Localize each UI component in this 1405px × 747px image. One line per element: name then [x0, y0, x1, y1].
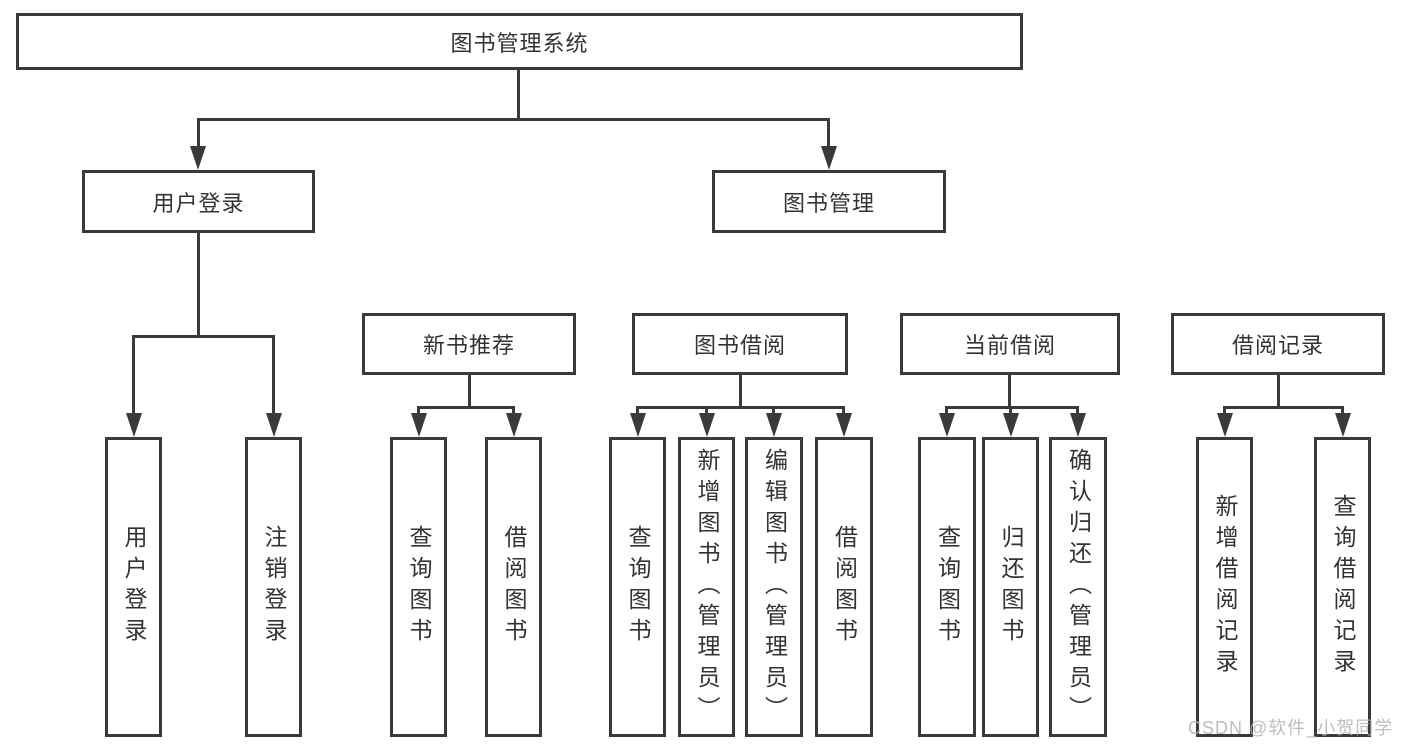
connector-line	[417, 406, 420, 415]
arrowhead-down-icon	[1335, 413, 1351, 437]
connector-line	[417, 406, 515, 409]
leaf-query-borrow-record: 查询借阅记录	[1314, 437, 1371, 737]
connector-line	[272, 335, 275, 415]
leaf-add-borrow-record: 新增借阅记录	[1196, 437, 1253, 737]
node-label: 借阅记录	[1231, 333, 1324, 358]
leaf-user-login: 用户登录	[105, 437, 162, 737]
arrowhead-down-icon	[821, 146, 837, 170]
node-new-book-recommend: 新书推荐	[362, 313, 576, 375]
connector-line	[132, 335, 135, 415]
connector-line	[1341, 406, 1344, 415]
connector-line	[842, 406, 845, 415]
node-label: 新书推荐	[422, 333, 515, 358]
arrowhead-down-icon	[766, 413, 782, 437]
connector-line	[197, 233, 200, 335]
arrowhead-down-icon	[699, 413, 715, 437]
arrowhead-down-icon	[411, 413, 427, 437]
arrowhead-down-icon	[836, 413, 852, 437]
leaf-edit-books-admin: 编辑图书（管理员）	[745, 437, 803, 737]
connector-line	[1277, 375, 1280, 406]
connector-line	[132, 335, 275, 338]
connector-line	[517, 70, 520, 118]
node-label: 图书借阅	[693, 333, 786, 358]
leaf-label: 编辑图书（管理员）	[761, 447, 788, 727]
node-borrow-records: 借阅记录	[1171, 313, 1385, 375]
connector-line	[1008, 375, 1011, 406]
arrowhead-down-icon	[630, 413, 646, 437]
leaf-label: 借阅图书	[501, 525, 527, 649]
node-label: 图书管理系统	[450, 30, 589, 56]
connector-line	[705, 406, 708, 415]
connector-line	[1076, 406, 1079, 415]
connector-line	[512, 406, 515, 415]
leaf-label: 新增借阅记录	[1212, 494, 1238, 680]
leaf-query-books: 查询图书	[390, 437, 447, 737]
leaf-label: 新增图书（管理员）	[694, 447, 720, 727]
node-current-borrow: 当前借阅	[900, 313, 1120, 375]
connector-line	[197, 118, 830, 121]
connector-line	[636, 406, 639, 415]
leaf-label: 确认归还（管理员）	[1065, 447, 1092, 727]
leaf-label: 用户登录	[121, 525, 147, 649]
arrowhead-down-icon	[1003, 413, 1019, 437]
node-book-management: 图书管理	[712, 170, 946, 233]
node-book-borrow: 图书借阅	[632, 313, 848, 375]
arrowhead-down-icon	[126, 413, 142, 437]
connector-line	[468, 375, 471, 406]
connector-line	[636, 406, 845, 409]
leaf-query-books: 查询图书	[918, 437, 976, 737]
csdn-watermark: CSDN @软件_小贺同学	[1188, 718, 1394, 738]
arrowhead-down-icon	[1217, 413, 1233, 437]
leaf-label: 注销登录	[261, 525, 287, 649]
node-label: 用户登录	[152, 190, 245, 216]
leaf-label: 借阅图书	[831, 525, 858, 649]
connector-line	[772, 406, 775, 415]
arrowhead-down-icon	[506, 413, 522, 437]
connector-line	[739, 375, 742, 406]
connector-line	[1009, 406, 1012, 415]
leaf-label: 查询图书	[934, 525, 961, 649]
leaf-confirm-return-admin: 确认归还（管理员）	[1049, 437, 1107, 737]
arrowhead-down-icon	[266, 413, 282, 437]
leaf-borrow-books: 借阅图书	[815, 437, 873, 737]
connector-line	[197, 118, 200, 148]
node-label: 当前借阅	[963, 333, 1056, 358]
leaf-logout: 注销登录	[245, 437, 302, 737]
leaf-label: 查询借阅记录	[1330, 494, 1356, 680]
connector-line	[945, 406, 948, 415]
arrowhead-down-icon	[1070, 413, 1086, 437]
connector-line	[1223, 406, 1344, 409]
connector-line	[827, 118, 830, 148]
leaf-borrow-books: 借阅图书	[485, 437, 542, 737]
connector-line	[1223, 406, 1226, 415]
arrowhead-down-icon	[939, 413, 955, 437]
node-library-management-system: 图书管理系统	[16, 13, 1023, 70]
leaf-return-books: 归还图书	[982, 437, 1039, 737]
arrowhead-down-icon	[190, 146, 206, 170]
node-user-login: 用户登录	[82, 170, 315, 233]
leaf-label: 查询图书	[625, 525, 651, 649]
leaf-label: 查询图书	[406, 525, 432, 649]
leaf-query-books: 查询图书	[609, 437, 666, 737]
leaf-add-books-admin: 新增图书（管理员）	[678, 437, 735, 737]
node-label: 图书管理	[782, 190, 875, 216]
leaf-label: 归还图书	[998, 525, 1024, 649]
